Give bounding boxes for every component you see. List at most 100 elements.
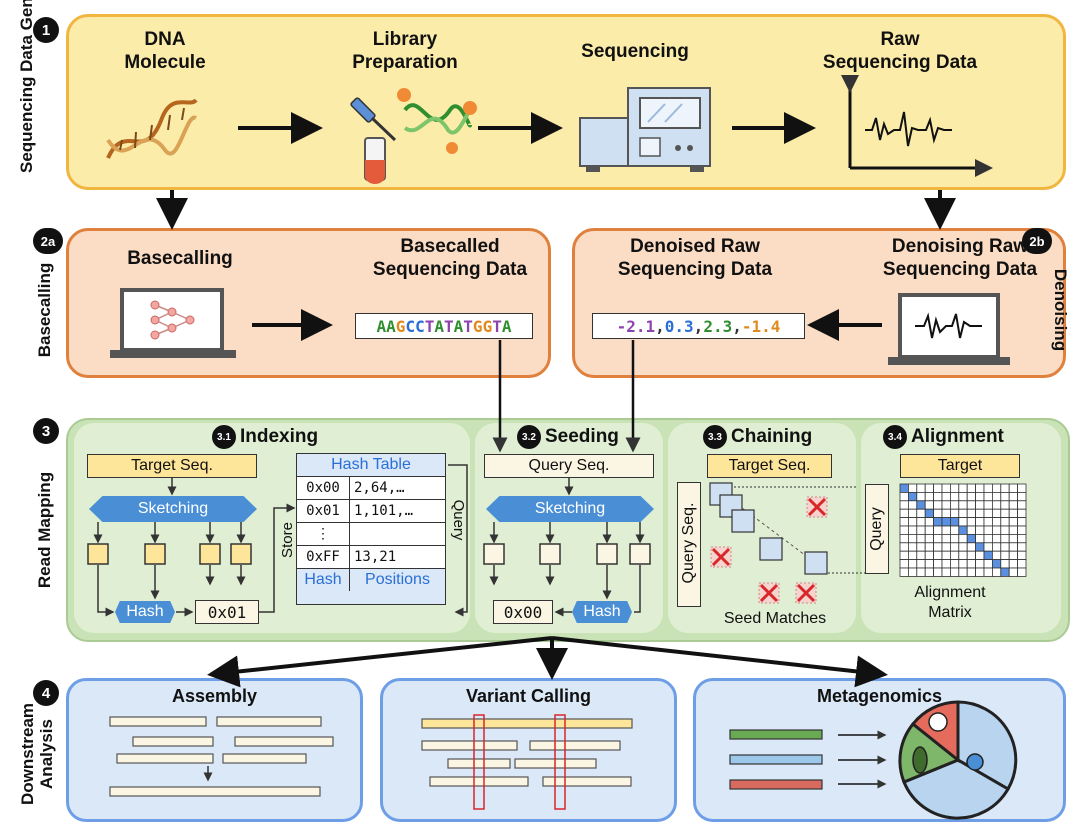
metagenomics-reads (729, 729, 823, 790)
indexing-sketching: Sketching (89, 496, 257, 522)
alignment-cell (1008, 525, 1019, 535)
alignment-cell (975, 483, 985, 493)
alignment-cell (933, 491, 943, 502)
alignment-cell (966, 550, 977, 561)
alignment-cell (950, 508, 960, 519)
alignment-cell (916, 500, 926, 510)
alignment-cell (1017, 534, 1027, 544)
alignment-cell (933, 542, 943, 552)
alignment-cell (983, 550, 993, 561)
alignment-cell (975, 550, 985, 561)
alignment-cell (958, 508, 968, 519)
alignment-cell (1017, 567, 1027, 577)
alignment-cell (966, 542, 977, 552)
alignment-cell (1008, 542, 1019, 552)
alignment-matrix-grid (899, 483, 1027, 577)
chaining-target-seq: Target Seq. (707, 454, 832, 478)
hash-positions: 2,64,… (354, 480, 405, 496)
alignment-cell (908, 525, 918, 535)
positions-column-label: Positions (365, 571, 430, 588)
alignment-cell (1000, 542, 1010, 552)
alignment-cell (975, 559, 985, 569)
chaining-title: Chaining (731, 426, 813, 447)
denoised-value: -1.4 (741, 316, 781, 336)
alignment-query-bar (865, 484, 889, 574)
alignment-cell (983, 517, 993, 527)
alignment-cell (924, 534, 935, 544)
hash-positions: 1,101,… (354, 503, 414, 519)
alignment-cell (933, 483, 943, 493)
section-1-badge: 1 (33, 17, 59, 43)
alignment-cell (941, 534, 951, 544)
hash-table-title: Hash Table (297, 454, 445, 477)
alignment-cell (1017, 542, 1027, 552)
alignment-cell (899, 483, 909, 493)
alignment-cell (966, 491, 977, 502)
section-3-badge: 3 (33, 418, 59, 444)
alignment-cell (924, 517, 935, 527)
alignment-cell (1000, 567, 1010, 577)
base-letter: C (405, 316, 416, 336)
alignment-cell (908, 491, 918, 502)
hash-key: ⋮ (297, 523, 350, 545)
alignment-cell (992, 483, 1002, 493)
denoised-value: , (655, 316, 665, 336)
denoised-values: -2.1,0.3,2.3,-1.4 (592, 313, 805, 339)
basecalled-data-title: Basecalled Sequencing Data (372, 236, 528, 280)
alignment-matrix-caption: Alignment Matrix (914, 584, 986, 621)
alignment-cell (916, 559, 926, 569)
alignment-cell (992, 491, 1002, 502)
alignment-cell (899, 567, 909, 577)
alignment-cell (1017, 508, 1027, 519)
alignment-cell (916, 534, 926, 544)
indexing-hash-value: 0x01 (195, 600, 259, 624)
alignment-cell (908, 483, 918, 493)
alignment-cell (992, 508, 1002, 519)
seeding-title: Seeding (545, 426, 619, 447)
alignment-cell (950, 567, 960, 577)
alignment-cell (941, 483, 951, 493)
base-letter: C (415, 316, 425, 336)
base-letter: A (386, 316, 396, 336)
metagenomics-arrows (838, 730, 887, 789)
alignment-cell (975, 525, 985, 535)
alignment-cell (992, 517, 1002, 527)
denoising-raw-title: Denoising Raw Sequencing Data (882, 236, 1038, 280)
alignment-cell (916, 567, 926, 577)
alignment-cell (975, 542, 985, 552)
assembly-title: Assembly (171, 686, 258, 706)
alignment-cell (1000, 508, 1010, 519)
basecalling-title: Basecalling (127, 248, 233, 269)
alignment-cell (992, 525, 1002, 535)
alignment-badge: 3.4 (883, 425, 907, 449)
alignment-cell (941, 567, 951, 577)
alignment-cell (1008, 500, 1019, 510)
alignment-cell (975, 517, 985, 527)
alignment-cell (916, 550, 926, 561)
alignment-cell (975, 567, 985, 577)
denoised-value: 2.3 (703, 316, 733, 336)
base-letter: A (376, 316, 387, 336)
alignment-cell (924, 559, 935, 569)
alignment-cell (1000, 517, 1010, 527)
alignment-cell (950, 491, 960, 502)
alignment-cell (966, 559, 977, 569)
alignment-cell (908, 567, 918, 577)
alignment-cell (958, 559, 968, 569)
alignment-cell (1017, 500, 1027, 510)
alignment-cell (899, 534, 909, 544)
alignment-cell (908, 550, 918, 561)
hash-key: 0x00 (297, 477, 350, 499)
alignment-cell (924, 550, 935, 561)
hash-table-row: ⋮ (297, 523, 445, 546)
alignment-cell (983, 559, 993, 569)
base-letter: A (501, 316, 512, 336)
alignment-cell (958, 500, 968, 510)
seeding-sketching: Sketching (486, 496, 654, 522)
alignment-cell (992, 559, 1002, 569)
alignment-cell (958, 542, 968, 552)
chaining-seed-matches (709, 482, 866, 604)
alignment-cell (983, 567, 993, 577)
